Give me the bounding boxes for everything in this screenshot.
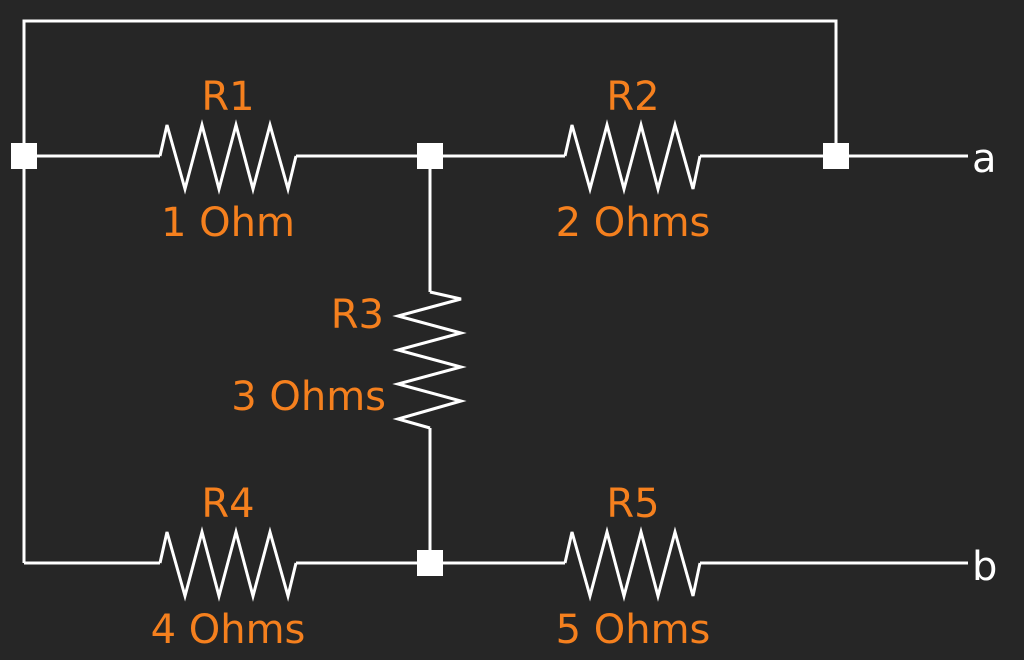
r4-name-label: R4 [201, 481, 254, 527]
resistor-r5-symbol [563, 526, 702, 602]
terminal-a-label: a [972, 136, 997, 182]
top-bypass-wire [22, 19, 838, 156]
r2-name-label: R2 [606, 74, 659, 120]
junction-node-middle [417, 143, 443, 169]
resistor-r3-symbol [392, 290, 467, 430]
r4-value-label: 4 Ohms [151, 607, 306, 653]
junction-node-left [11, 143, 37, 169]
wires [22, 19, 968, 565]
junction-node-bottom [417, 550, 443, 576]
resistor-r4-symbol [158, 526, 298, 602]
r1-value-label: 1 Ohm [161, 200, 295, 246]
r1-name-label: R1 [201, 74, 254, 120]
resistor-r2-symbol [563, 119, 702, 195]
r5-value-label: 5 Ohms [556, 607, 711, 653]
resistor-r1-symbol [158, 119, 298, 195]
terminal-b-label: b [972, 544, 997, 590]
r5-name-label: R5 [606, 481, 659, 527]
r2-value-label: 2 Ohms [556, 200, 711, 246]
r3-name-label: R3 [331, 292, 384, 338]
r3-value-label: 3 Ohms [231, 374, 386, 420]
junction-node-right [823, 143, 849, 169]
